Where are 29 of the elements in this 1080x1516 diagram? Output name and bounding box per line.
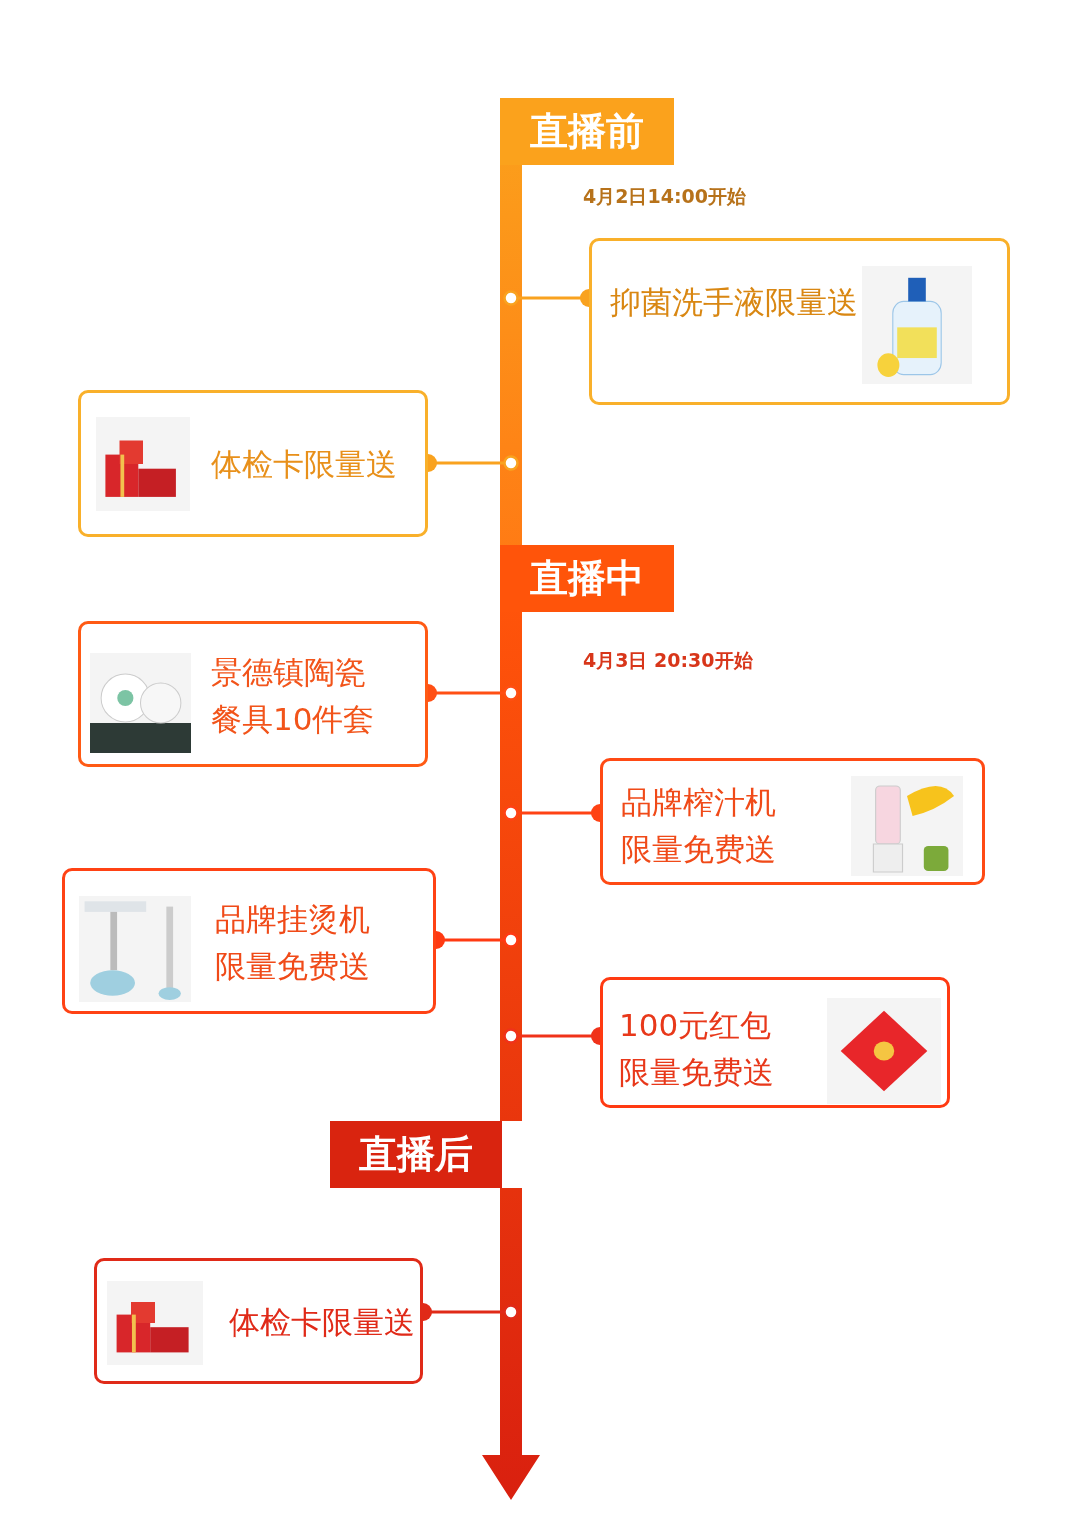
card-text: 体检卡限量送 — [229, 1303, 415, 1342]
product-picture — [107, 1281, 203, 1365]
timeline-bar — [500, 165, 522, 545]
stage-label: 直播前 — [500, 98, 674, 165]
stage-label: 直播后 — [330, 1121, 502, 1188]
product-card — [600, 758, 985, 885]
timeline-bar — [500, 612, 522, 1121]
product-picture — [851, 776, 963, 876]
card-text: 品牌挂烫机限量免费送 — [215, 900, 371, 986]
product-card — [600, 977, 950, 1108]
product-card — [94, 1258, 423, 1384]
card-text: 抑菌洗手液限量送 — [610, 283, 858, 322]
product-card — [78, 390, 428, 537]
product-card — [62, 868, 436, 1014]
product-card — [589, 238, 1010, 405]
start-time-text: 4月2日14:00开始 — [583, 184, 746, 209]
product-picture — [96, 417, 190, 511]
stage-label: 直播中 — [500, 545, 674, 612]
product-picture — [862, 266, 972, 384]
card-text: 品牌榨汁机限量免费送 — [621, 783, 777, 869]
product-picture — [827, 998, 941, 1104]
card-text: 体检卡限量送 — [211, 445, 397, 484]
start-time-text: 4月3日 20:30开始 — [583, 648, 753, 673]
product-picture — [79, 896, 191, 1002]
card-text: 景德镇陶瓷餐具10件套 — [211, 653, 376, 739]
card-text: 100元红包限量免费送 — [619, 1006, 775, 1092]
product-card — [78, 621, 428, 767]
product-picture — [90, 653, 191, 753]
timeline-arrow — [482, 1188, 540, 1500]
